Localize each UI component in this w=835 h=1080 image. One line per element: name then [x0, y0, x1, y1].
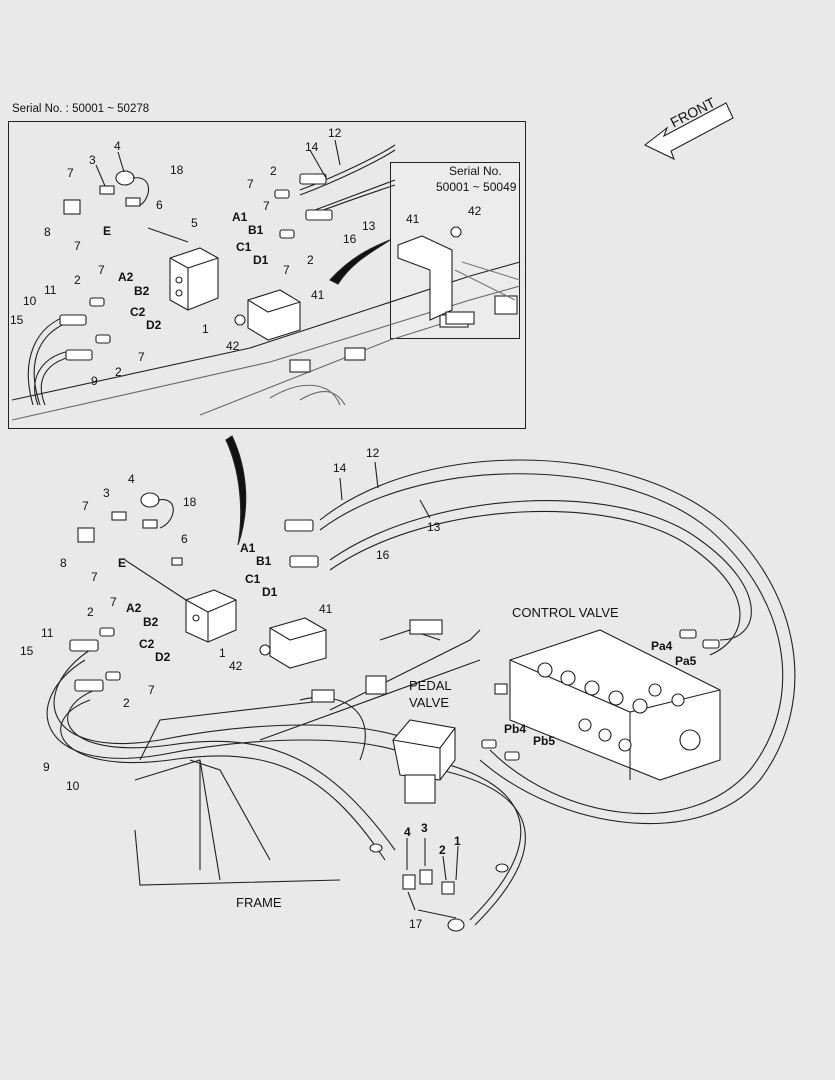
- callout-41: 41: [319, 602, 333, 616]
- port-A1: A1: [232, 210, 248, 224]
- port-C2: C2: [139, 637, 155, 651]
- callout-7: 7: [283, 263, 290, 277]
- callout-12: 12: [328, 126, 342, 140]
- callout-6: 6: [181, 532, 188, 546]
- port-B1: B1: [256, 554, 272, 568]
- callout-7: 7: [67, 166, 74, 180]
- control-valve-caption: CONTROL VALVE: [512, 605, 619, 620]
- callout-15: 15: [20, 644, 34, 658]
- callout-3: 3: [89, 153, 96, 167]
- port-Pa4: Pa4: [651, 639, 673, 653]
- callout-9: 9: [91, 374, 98, 388]
- port-B2: B2: [143, 615, 159, 629]
- port-Pb5: Pb5: [533, 734, 556, 748]
- callout-11: 11: [41, 626, 54, 640]
- pedal-valve-caption-line2: VALVE: [409, 695, 449, 710]
- callout-41: 41: [311, 288, 325, 302]
- callout-6: 6: [156, 198, 163, 212]
- callout-42: 42: [226, 339, 240, 353]
- callout-12: 12: [366, 446, 380, 460]
- port-C2: C2: [130, 305, 146, 319]
- port-B2: B2: [134, 284, 150, 298]
- callout-15: 15: [10, 313, 24, 327]
- port-A2: A2: [126, 601, 142, 615]
- port-D2: D2: [155, 650, 171, 664]
- callout-2: 2: [270, 164, 277, 178]
- callout-7: 7: [82, 499, 89, 513]
- port-B1: B1: [248, 223, 264, 237]
- callout-14: 14: [305, 140, 319, 154]
- inset-detail-frame: [8, 121, 526, 429]
- callout-13: 13: [427, 520, 441, 534]
- callout-7: 7: [91, 570, 98, 584]
- callout-18: 18: [183, 495, 197, 509]
- port-Pb4: Pb4: [504, 722, 527, 736]
- callout-42: 42: [468, 204, 482, 218]
- callout-E: E: [118, 556, 127, 570]
- callout-1: 1: [202, 322, 209, 336]
- port-A2: A2: [118, 270, 134, 284]
- port-C1: C1: [236, 240, 252, 254]
- serial-range-header: Serial No. : 50001 ~ 50278: [12, 103, 150, 115]
- callout-E: E: [103, 224, 112, 238]
- port-D2: D2: [146, 318, 162, 332]
- pedal-port-2: 2: [439, 843, 446, 857]
- callout-10: 10: [66, 779, 80, 793]
- pedal-port-1: 1: [454, 834, 461, 848]
- callout-2: 2: [115, 365, 122, 379]
- callout-2: 2: [74, 273, 81, 287]
- callout-3: 3: [103, 486, 110, 500]
- callout-10: 10: [23, 294, 37, 308]
- port-D1: D1: [253, 253, 269, 267]
- callout-7: 7: [74, 239, 81, 253]
- callout-4: 4: [128, 472, 135, 486]
- callout-8: 8: [44, 225, 51, 239]
- port-D1: D1: [262, 585, 278, 599]
- callout-41: 41: [406, 212, 420, 226]
- callout-17: 17: [409, 917, 423, 931]
- subdetail-serial-title: Serial No.: [449, 164, 502, 178]
- callout-1: 1: [219, 646, 226, 660]
- callout-14: 14: [333, 461, 347, 475]
- callout-11: 11: [44, 283, 57, 297]
- callout-7: 7: [98, 263, 105, 277]
- callout-2: 2: [307, 253, 314, 267]
- callout-8: 8: [60, 556, 67, 570]
- port-C1: C1: [245, 572, 261, 586]
- frame-caption: FRAME: [236, 895, 282, 910]
- front-arrow-icon: [643, 102, 734, 161]
- callout-2: 2: [123, 696, 130, 710]
- callout-5: 5: [191, 216, 198, 230]
- subdetail-serial-range: 50001 ~ 50049: [436, 180, 517, 194]
- callout-18: 18: [170, 163, 184, 177]
- callout-7: 7: [247, 177, 254, 191]
- callout-13: 13: [362, 219, 376, 233]
- callout-9: 9: [43, 760, 50, 774]
- callout-42: 42: [229, 659, 243, 673]
- callout-16: 16: [376, 548, 390, 562]
- callout-2: 2: [87, 605, 94, 619]
- pedal-port-4: 4: [404, 825, 411, 839]
- callout-7: 7: [148, 683, 155, 697]
- callout-4: 4: [114, 139, 121, 153]
- callout-7: 7: [263, 199, 270, 213]
- callout-7: 7: [110, 595, 117, 609]
- pedal-port-3: 3: [421, 821, 428, 835]
- pedal-valve-caption-line1: PEDAL: [409, 678, 452, 693]
- port-A1: A1: [240, 541, 256, 555]
- port-Pa5: Pa5: [675, 654, 697, 668]
- callout-7: 7: [138, 350, 145, 364]
- callout-16: 16: [343, 232, 357, 246]
